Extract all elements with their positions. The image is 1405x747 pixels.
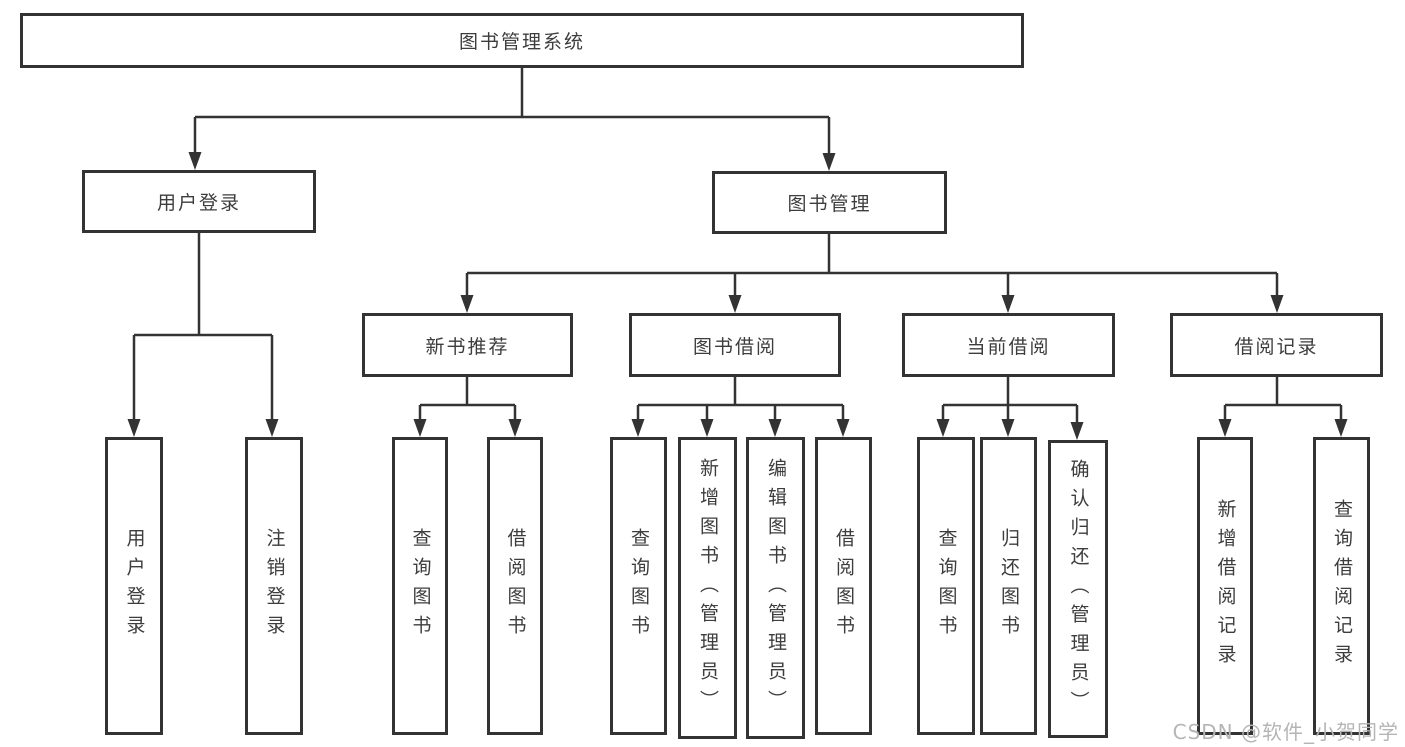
node-book-management: 图书管理 <box>712 171 947 234</box>
node-label: 查询图书 <box>628 528 650 644</box>
leaf-query-book-current: 查询图书 <box>917 437 975 735</box>
node-library-management-system: 图书管理系统 <box>20 13 1024 68</box>
leaf-add-book-admin: 新增图书（管理员） <box>678 437 737 739</box>
csdn-watermark: CSDN @软件_小贺同学 <box>1172 720 1399 744</box>
node-label: 查询借阅记录 <box>1331 499 1353 673</box>
node-label: 图书管理系统 <box>458 31 585 53</box>
leaf-logout-login: 注销登录 <box>245 437 303 735</box>
node-label: 注销登录 <box>263 528 286 644</box>
node-borrow-record: 借阅记录 <box>1170 313 1383 377</box>
leaf-return-book: 归还图书 <box>980 437 1037 735</box>
node-label: 确认归还（管理员） <box>1067 458 1090 720</box>
leaf-query-book-borrow: 查询图书 <box>610 437 667 735</box>
leaf-borrow-book: 借阅图书 <box>815 437 872 735</box>
node-label: 新增图书（管理员） <box>697 457 719 719</box>
node-label: 当前借阅 <box>966 335 1051 358</box>
arrowheads <box>127 152 1348 440</box>
leaf-add-borrow-record: 新增借阅记录 <box>1197 437 1253 735</box>
node-label: 借阅记录 <box>1234 335 1319 358</box>
node-user-login: 用户登录 <box>82 170 316 233</box>
node-label: 图书借阅 <box>692 335 777 358</box>
leaf-user-login: 用户登录 <box>105 437 163 735</box>
node-label: 图书管理 <box>787 193 872 215</box>
node-label: 查询图书 <box>935 528 958 644</box>
node-label: 借阅图书 <box>833 528 855 644</box>
node-label: 新增借阅记录 <box>1214 499 1237 673</box>
leaf-edit-book-admin: 编辑图书（管理员） <box>746 437 805 739</box>
leaf-query-borrow-record: 查询借阅记录 <box>1313 437 1370 735</box>
node-label: 用户登录 <box>123 528 146 644</box>
node-label: 查询图书 <box>409 528 432 644</box>
node-book-borrow: 图书借阅 <box>629 313 841 377</box>
node-label: 借阅图书 <box>504 528 527 644</box>
node-new-book-recommend: 新书推荐 <box>362 313 573 377</box>
node-label: 新书推荐 <box>425 335 510 358</box>
node-label: 用户登录 <box>156 192 241 214</box>
leaf-borrow-book-recommend: 借阅图书 <box>487 437 543 735</box>
node-label: 归还图书 <box>998 528 1020 644</box>
node-current-borrow: 当前借阅 <box>902 313 1115 377</box>
leaf-query-book-recommend: 查询图书 <box>392 437 448 735</box>
node-label: 编辑图书（管理员） <box>765 457 787 719</box>
leaf-confirm-return-admin: 确认归还（管理员） <box>1048 440 1108 738</box>
